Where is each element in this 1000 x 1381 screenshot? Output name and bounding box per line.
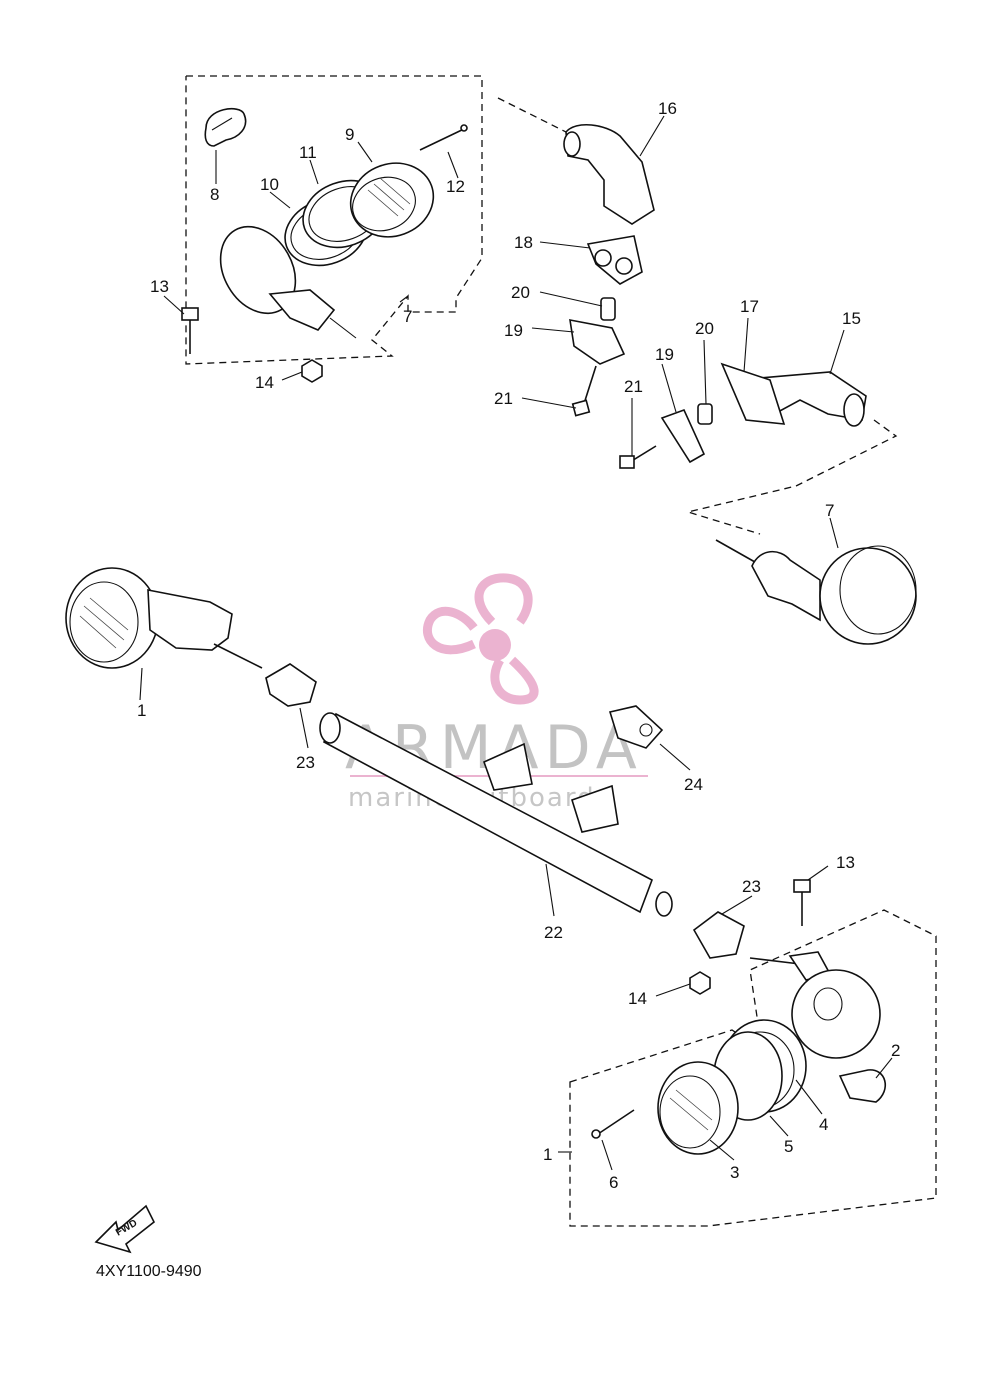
label-7-right: 7 (825, 501, 834, 520)
top-right-bracket-assembly (497, 97, 917, 645)
label-19: 19 (504, 321, 523, 340)
label-23: 23 (296, 753, 315, 772)
label-8: 8 (210, 185, 219, 204)
label-23-right: 23 (742, 877, 761, 896)
label-15: 15 (842, 309, 861, 328)
plate-19-right (660, 408, 706, 464)
label-21-right: 21 (624, 377, 643, 396)
bolt-21-left (571, 365, 597, 417)
bulb-8 (204, 107, 247, 147)
label-4: 4 (819, 1115, 828, 1134)
lens-cover-9 (349, 162, 435, 238)
label-2: 2 (891, 1041, 900, 1060)
label-14: 14 (255, 373, 274, 392)
label-9: 9 (345, 125, 354, 144)
flasher-1-left (65, 567, 263, 669)
propeller-icon (422, 573, 539, 705)
gasket-17 (720, 362, 786, 425)
lens-3 (657, 1061, 739, 1155)
label-10: 10 (260, 175, 279, 194)
damper-23-right (692, 911, 745, 959)
label-14-right: 14 (628, 989, 647, 1008)
bolt-21-right (619, 445, 657, 469)
stay-16 (563, 123, 655, 225)
label-21: 21 (494, 389, 513, 408)
bulb-2 (838, 1069, 887, 1103)
collar-20 (600, 297, 616, 321)
label-13-right: 13 (836, 853, 855, 872)
screw-12 (419, 127, 467, 151)
drawing-code: 4XY1100-9490 (96, 1263, 202, 1280)
lens-7 (219, 225, 357, 339)
label-11: 11 (299, 143, 317, 162)
label-24: 24 (684, 775, 703, 794)
label-6: 6 (609, 1173, 618, 1192)
bolt-13-bottom (793, 879, 811, 926)
part-labels: 1 1 2 3 4 5 6 7 7 8 9 10 11 12 13 13 14 … (137, 99, 900, 1192)
label-7: 7 (403, 307, 412, 326)
plate-19 (569, 319, 626, 365)
label-20: 20 (511, 283, 530, 302)
leader-lines (139, 115, 893, 1171)
screw-6 (597, 1109, 635, 1135)
bottom-right-flasher-assembly (569, 879, 937, 1227)
bar-22 (319, 712, 673, 917)
label-17: 17 (740, 297, 759, 316)
flasher-7-right (715, 539, 917, 645)
nut-14-bottom (689, 971, 711, 995)
bolt-13-top (181, 307, 199, 354)
label-3: 3 (730, 1163, 739, 1182)
nut-14-top (301, 359, 323, 383)
label-20-right: 20 (695, 319, 714, 338)
label-19-right: 19 (655, 345, 674, 364)
fwd-arrow-icon: FWD (94, 1204, 156, 1254)
label-16: 16 (658, 99, 677, 118)
label-5: 5 (784, 1137, 793, 1156)
label-1: 1 (137, 701, 146, 720)
label-12: 12 (446, 177, 465, 196)
label-18: 18 (514, 233, 533, 252)
damper-23-left (265, 663, 317, 707)
collar-20-right (697, 403, 713, 425)
top-left-flasher-assembly (181, 75, 483, 383)
label-22: 22 (544, 923, 563, 942)
label-13: 13 (150, 277, 169, 296)
label-1-right: 1 (543, 1145, 552, 1164)
clamp-24 (608, 705, 664, 749)
